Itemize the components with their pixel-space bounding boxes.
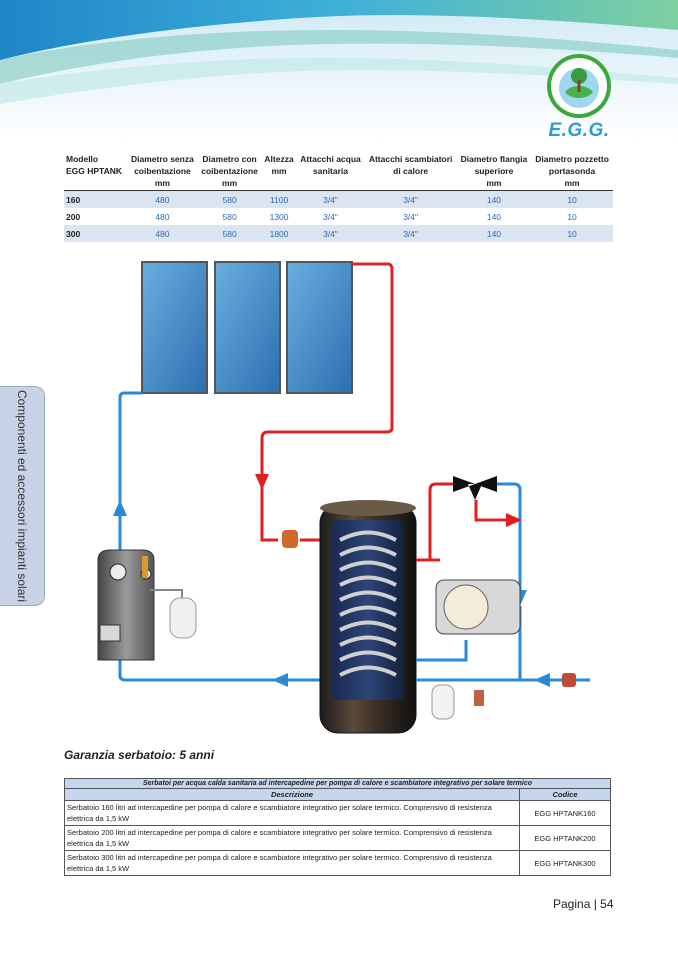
table-row: 160 480 580 1100 3/4" 3/4" 140 10 — [64, 190, 613, 208]
gauge-icon — [109, 563, 127, 581]
solar-pump-station — [97, 549, 155, 661]
cell: 1100 — [261, 190, 297, 208]
table-row: 300 480 580 1800 3/4" 3/4" 140 10 — [64, 225, 613, 242]
table-row: 200 480 580 1300 3/4" 3/4" 140 10 — [64, 208, 613, 225]
valve-icon — [282, 530, 298, 548]
cell: 480 — [127, 225, 198, 242]
mixing-valve-icon — [453, 476, 497, 500]
cell: 3/4" — [296, 190, 365, 208]
table-row: Serbatoio 300 litri ad intercapedine per… — [64, 850, 611, 876]
cell: 1800 — [261, 225, 297, 242]
row-description: Serbatoio 300 litri ad intercapedine per… — [64, 850, 520, 876]
cell: 10 — [531, 225, 613, 242]
codes-table-title: Serbatoi per acqua calda sanitaria ad in… — [64, 778, 611, 789]
table-row: Serbatoio 200 litri ad intercapedine per… — [64, 825, 611, 851]
cell: 3/4" — [296, 225, 365, 242]
row-description: Serbatoio 200 litri ad intercapedine per… — [64, 825, 520, 851]
arrow-down-icon — [255, 474, 269, 490]
fan-icon — [443, 584, 489, 630]
solar-panel-icon — [214, 261, 281, 394]
cell: 480 — [127, 190, 198, 208]
coil-icon — [339, 530, 397, 677]
warranty-heading: Garanzia serbatoio: 5 anni — [64, 748, 215, 762]
cell: 3/4" — [403, 211, 419, 222]
solar-panel-icon — [286, 261, 353, 394]
cell: 480 — [155, 211, 170, 222]
arrow-left-icon — [272, 673, 288, 687]
arrow-right-icon — [506, 513, 522, 527]
controller-icon — [99, 624, 121, 642]
arrow-left-icon — [534, 673, 550, 687]
globe-tree-icon — [547, 54, 611, 118]
row-code: EGG HPTANK300 — [519, 850, 611, 876]
solar-system-diagram — [97, 261, 590, 734]
solar-panel-icon — [141, 261, 208, 394]
row-description: Serbatoio 160 litri ad intercapedine per… — [64, 800, 520, 826]
cell: 3/4" — [364, 190, 457, 208]
expansion-vessel-icon — [431, 684, 455, 720]
table-row: Serbatoio 160 litri ad intercapedine per… — [64, 800, 611, 826]
page-number: Pagina | 54 — [553, 897, 614, 911]
cell: 580 — [197, 225, 262, 242]
cell: 10 — [567, 211, 577, 222]
column-header-codice: Codice — [519, 788, 611, 801]
hot-pipe-collector — [260, 262, 394, 542]
section-side-tab: Componenti ed accessori impianti solari — [0, 386, 45, 606]
cell: 140 — [456, 190, 532, 208]
cell: 140 — [486, 211, 502, 222]
cell-model: 160 — [64, 190, 128, 208]
cell: 10 — [531, 190, 613, 208]
arrow-up-icon — [113, 500, 127, 516]
expansion-vessel-icon — [169, 597, 197, 639]
cell-model: 200 — [66, 211, 81, 222]
row-code: EGG HPTANK160 — [519, 800, 611, 826]
row-code: EGG HPTANK200 — [519, 825, 611, 851]
storage-tank — [319, 500, 417, 734]
valve-icon — [474, 690, 484, 706]
cold-pipe-return — [118, 391, 142, 560]
egg-logo: E.G.G. — [543, 52, 615, 144]
logo-text: E.G.G. — [548, 120, 610, 141]
side-tab-label: Componenti ed accessori impianti solari — [15, 389, 29, 603]
solar-panels — [141, 261, 353, 394]
cell: 580 — [222, 211, 237, 222]
valve-icon — [562, 673, 576, 687]
cell: 140 — [456, 225, 532, 242]
cell: 3/4" — [364, 225, 457, 242]
product-codes-table: Serbatoi per acqua calda sanitaria ad in… — [64, 778, 611, 876]
column-header-descrizione: Descrizione — [64, 788, 520, 801]
cell: 1300 — [269, 211, 289, 222]
heat-pump-unit — [435, 579, 521, 635]
cell: 580 — [197, 190, 262, 208]
cell-model: 300 — [64, 225, 128, 242]
cell: 3/4" — [323, 211, 338, 222]
